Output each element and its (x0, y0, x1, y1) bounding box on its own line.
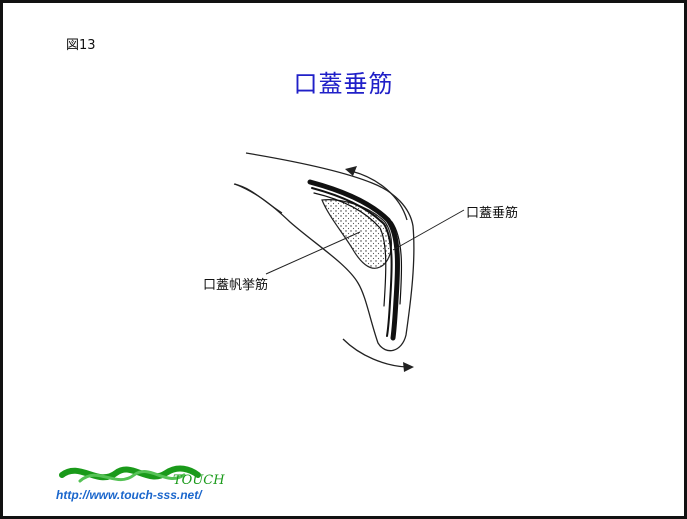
upper-direction-arrow (350, 170, 408, 221)
website-url[interactable]: http://www.touch-sss.net/ (56, 488, 202, 502)
lower-arrowhead (403, 362, 414, 372)
palate-outer-outline (234, 152, 415, 352)
leader-line-uvulae (392, 209, 465, 251)
leader-line-levator (265, 231, 361, 275)
uvula-muscle-band (307, 179, 403, 341)
label-levator-veli-palatini: 口蓋帆挙筋 (203, 278, 269, 293)
slide-title: 口蓋垂筋 (293, 70, 394, 98)
figure-number: 図13 (66, 38, 96, 53)
palate-inner-line (233, 183, 283, 214)
lower-direction-arrow (342, 338, 408, 368)
logo-wordmark: TOUCH (173, 473, 225, 488)
label-musculus-uvulae: 口蓋垂筋 (466, 206, 519, 221)
touch-logo-waves (59, 465, 201, 483)
upper-arrowhead (345, 166, 357, 176)
